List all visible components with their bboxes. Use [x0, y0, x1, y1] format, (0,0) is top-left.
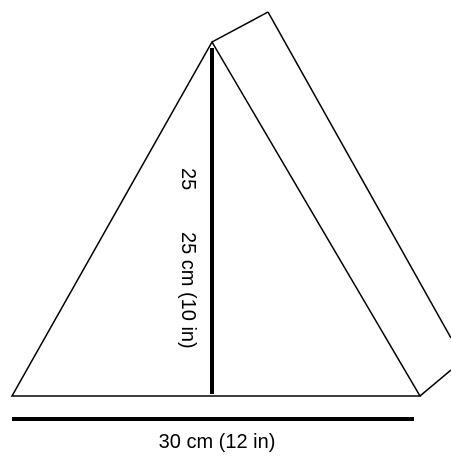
top-back-edge	[211, 11, 269, 43]
width-label: 30 cm (12 in)	[159, 431, 276, 453]
height-label-overlap: 25	[177, 168, 199, 190]
front-triangle-face	[10, 40, 422, 397]
right-back-edge	[267, 11, 451, 339]
bottom-back-edge	[419, 369, 451, 397]
height-label: 25 cm (10 in)	[177, 232, 199, 349]
